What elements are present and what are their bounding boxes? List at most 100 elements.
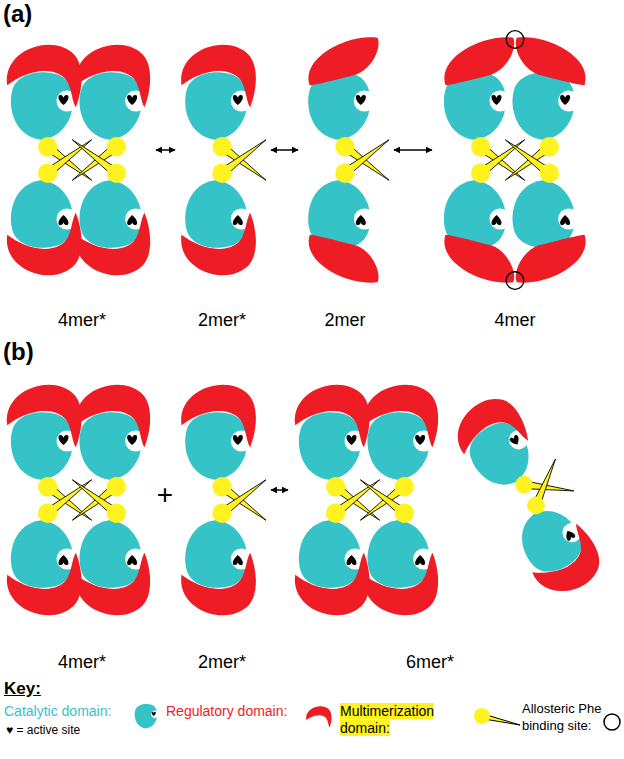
monomer	[7, 45, 92, 181]
multimerization-ball	[524, 493, 548, 517]
legend-entry: Catalytic domain:	[4, 703, 132, 720]
oligomer-state: 4mer	[434, 26, 596, 332]
monomer	[308, 140, 389, 283]
multimerization-ball	[540, 137, 559, 156]
monomer	[72, 385, 150, 521]
equilibrium-arrow	[271, 489, 288, 491]
monomer	[445, 384, 573, 529]
equilibrium-arrow	[271, 149, 298, 151]
dimer-inhibited	[181, 45, 266, 276]
legend-sample-group	[474, 708, 520, 725]
legend-sample	[604, 714, 620, 730]
regulatory-domain	[444, 37, 514, 85]
key-heading: Key:	[4, 679, 41, 699]
regulatory-domain	[445, 389, 532, 472]
multimerization-ball	[38, 137, 57, 156]
monomer	[181, 45, 266, 181]
multimerization-ball	[540, 164, 559, 183]
oligomer-state: 2mer*	[177, 26, 269, 332]
regulatory-domain	[75, 213, 150, 276]
active-site-heart	[560, 95, 570, 105]
state-label: 2mer*	[198, 650, 246, 674]
active-site-pocket	[151, 711, 159, 719]
monomer	[505, 140, 585, 283]
monomer	[7, 140, 92, 276]
state-label: 2mer	[324, 308, 365, 332]
monomer	[308, 37, 389, 180]
oligomer-state: 2mer*	[177, 368, 269, 674]
regulatory-domain	[309, 235, 379, 283]
monomer	[72, 45, 150, 181]
multimerization-ball	[38, 504, 57, 523]
multimerization-ball	[212, 477, 231, 496]
regulatory-domain	[181, 553, 256, 616]
panel-label: (a)	[3, 0, 32, 28]
legend-swatch	[306, 706, 331, 727]
equilibrium-arrow	[394, 149, 432, 151]
monomer	[444, 140, 525, 283]
regulatory-domain	[7, 385, 82, 448]
monomer	[181, 140, 266, 276]
regulatory-domain	[75, 553, 150, 616]
state-label: 2mer*	[198, 308, 246, 332]
monomer	[181, 385, 266, 521]
multimerization-ball	[212, 504, 231, 523]
multimerization-ball	[326, 477, 345, 496]
legend-text: Catalytic domain:	[4, 703, 111, 719]
active-site-heart	[233, 555, 243, 565]
monomer	[72, 140, 150, 276]
active-site-heart	[58, 435, 68, 445]
legend-entry: Allosteric Phe binding site:	[522, 700, 602, 734]
active-site-heart	[563, 529, 576, 542]
active-site-heart	[346, 435, 356, 445]
active-site-heart	[58, 215, 68, 225]
equilibrium-arrow	[156, 149, 175, 151]
active-site-heart	[415, 435, 425, 445]
panel-label: (b)	[3, 338, 34, 366]
legend-swatch	[474, 708, 490, 724]
regulatory-domain	[75, 45, 150, 108]
multimerization-ball	[471, 137, 490, 156]
phe-binding-site	[506, 31, 524, 49]
active-site-heart	[415, 555, 425, 565]
monomer	[72, 480, 150, 616]
active-site-heart	[127, 95, 137, 105]
oligomer-state: 6mer*	[290, 368, 606, 674]
regulatory-domain	[516, 235, 586, 283]
active-site-pocket	[558, 208, 579, 229]
multimerization-ball	[38, 477, 57, 496]
hexamer	[295, 384, 617, 615]
legend-text: Multimerization domain:	[340, 703, 434, 736]
multimerization-ball	[335, 137, 354, 156]
monomer	[360, 480, 438, 616]
regulatory-domain	[295, 553, 370, 616]
monomer	[360, 385, 438, 521]
active-site-pocket	[558, 90, 579, 111]
active-site-heart	[491, 215, 501, 225]
dimer-inhibited	[181, 385, 266, 616]
legend-entry: Regulatory domain:	[166, 703, 302, 720]
monomer	[295, 385, 380, 521]
regulatory-domain	[7, 213, 82, 276]
active-site-heart	[58, 95, 68, 105]
multimerization-ball	[212, 164, 231, 183]
regulatory-domain	[181, 45, 256, 108]
regulatory-domain	[181, 213, 256, 276]
active-site-heart	[233, 215, 243, 225]
legend-text: Allosteric Phe binding site:	[522, 701, 601, 733]
monomer	[7, 385, 92, 521]
active-site-heart	[58, 555, 68, 565]
multimerization-ball	[212, 137, 231, 156]
multimerization-ball	[107, 164, 126, 183]
multimerization-ball	[107, 477, 126, 496]
tetramer-active	[444, 31, 586, 290]
regulatory-domain	[7, 553, 82, 616]
active-site-heart	[356, 215, 366, 225]
active-site-heart	[356, 95, 366, 105]
active-site-heart	[127, 435, 137, 445]
regulatory-domain	[309, 37, 379, 85]
multimerization-ball	[107, 137, 126, 156]
regulatory-domain	[363, 553, 438, 616]
